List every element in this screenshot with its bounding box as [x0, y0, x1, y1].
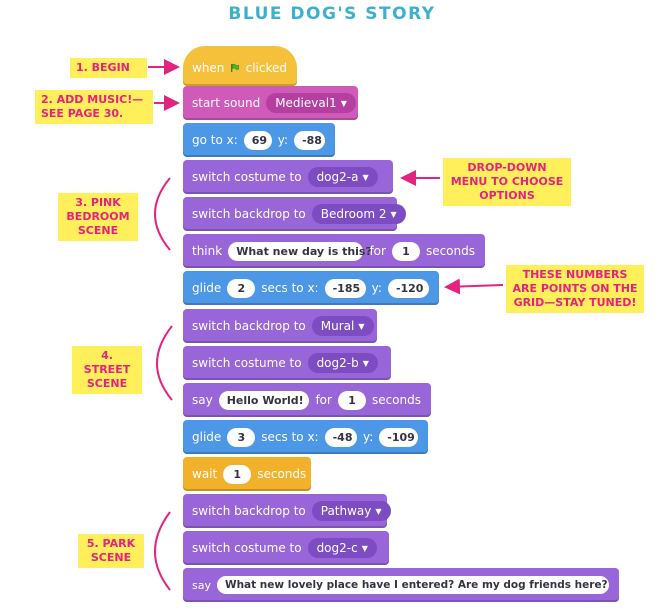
y-label: y: — [363, 430, 374, 444]
dropdown-arrow-icon: ▼ — [390, 209, 397, 219]
y-input[interactable]: -88 — [294, 130, 325, 150]
say-label: say — [192, 578, 211, 592]
annotation-add-music: 2. ADD MUSIC!— SEE PAGE 30. — [35, 90, 153, 124]
y-label: y: — [371, 281, 382, 295]
backdrop-dropdown[interactable]: Pathway▼ — [311, 501, 391, 521]
think-secs-input[interactable]: 1 — [391, 241, 420, 261]
say-secs-input[interactable]: 1 — [337, 390, 366, 410]
green-flag-icon — [231, 63, 240, 73]
think-for-secs-block[interactable]: think What new day is this? for 1 second… — [183, 234, 485, 268]
say-block[interactable]: say What new lovely place have I entered… — [183, 568, 619, 602]
costume-value: dog2-a — [316, 170, 359, 184]
costume-value: dog2-c — [316, 541, 358, 555]
switch-costume-label: switch costume to — [192, 541, 302, 555]
switch-costume-label: switch costume to — [192, 170, 302, 184]
bracket-park — [154, 511, 171, 591]
think-label: think — [192, 244, 223, 258]
switch-costume-block[interactable]: switch costume to dog2-a▼ — [183, 160, 393, 194]
secs-to-x-label: secs to x: — [261, 430, 319, 444]
wait-secs-input[interactable]: 1 — [223, 464, 252, 484]
backdrop-dropdown[interactable]: Bedroom 2▼ — [311, 204, 406, 224]
switch-backdrop-block[interactable]: switch backdrop to Pathway▼ — [183, 494, 391, 528]
say-for-secs-block[interactable]: say Hello World! for 1 seconds — [183, 383, 431, 417]
say-text-input[interactable]: Hello World! — [218, 390, 310, 410]
dropdown-arrow-icon: ▼ — [361, 543, 368, 553]
costume-dropdown[interactable]: dog2-a▼ — [307, 167, 378, 187]
say-text-input[interactable]: What new lovely place have I entered? Ar… — [216, 576, 609, 594]
start-sound-label: start sound — [192, 96, 261, 110]
switch-costume-label: switch costume to — [192, 356, 302, 370]
annotation-park-scene: 5. PARK SCENE — [78, 534, 144, 568]
dropdown-arrow-icon: ▼ — [362, 358, 369, 368]
annotation-street-scene: 4. STREET SCENE — [72, 346, 142, 394]
costume-value: dog2-b — [316, 356, 359, 370]
glide-secs-input[interactable]: 3 — [227, 427, 256, 447]
sound-dropdown[interactable]: Medieval1▼ — [266, 93, 356, 113]
arrow-to-glide-coords — [444, 278, 504, 295]
annotation-begin: 1. BEGIN — [70, 58, 147, 78]
switch-backdrop-block[interactable]: switch backdrop to Mural▼ — [183, 309, 377, 343]
switch-costume-block[interactable]: switch costume to dog2-c▼ — [183, 531, 389, 565]
sound-value: Medieval1 — [275, 96, 337, 110]
clicked-label: clicked — [245, 61, 287, 75]
glide-label: glide — [192, 281, 222, 295]
secs-to-x-label: secs to x: — [261, 281, 319, 295]
glide-label: glide — [192, 430, 222, 444]
y-label: y: — [277, 133, 289, 147]
glide-secs-input[interactable]: 2 — [227, 278, 256, 298]
when-flag-clicked-block[interactable]: when clicked — [183, 46, 297, 86]
say-label: say — [192, 393, 213, 407]
glide-to-xy-block[interactable]: glide 2 secs to x: -185 y: -120 — [183, 271, 439, 305]
costume-dropdown[interactable]: dog2-c▼ — [307, 538, 377, 558]
backdrop-dropdown[interactable]: Mural▼ — [311, 316, 374, 336]
costume-dropdown[interactable]: dog2-b▼ — [307, 353, 378, 373]
dropdown-arrow-icon: ▼ — [375, 506, 382, 516]
switch-costume-block[interactable]: switch costume to dog2-b▼ — [183, 346, 391, 380]
x-input[interactable]: 69 — [243, 130, 272, 150]
annotation-grid-points: THESE NUMBERS ARE POINTS ON THE GRID—STA… — [506, 265, 644, 313]
y-input[interactable]: -109 — [379, 427, 418, 447]
y-input[interactable]: -120 — [387, 278, 429, 298]
wait-label: wait — [192, 467, 218, 481]
backdrop-value: Bedroom 2 — [320, 207, 387, 221]
dropdown-arrow-icon: ▼ — [358, 321, 365, 331]
wait-secs-block[interactable]: wait 1 seconds — [183, 457, 311, 491]
seconds-label: seconds — [425, 244, 475, 258]
seconds-label: seconds — [257, 467, 307, 481]
seconds-label: seconds — [371, 393, 421, 407]
glide-to-xy-block[interactable]: glide 3 secs to x: -48 y: -109 — [183, 420, 428, 454]
bracket-street — [156, 325, 173, 401]
for-label: for — [369, 244, 386, 258]
switch-backdrop-label: switch backdrop to — [192, 504, 306, 518]
backdrop-value: Mural — [320, 319, 355, 333]
x-input[interactable]: -48 — [324, 427, 357, 447]
annotation-pink-bedroom: 3. PINK BEDROOM SCENE — [58, 193, 138, 241]
backdrop-value: Pathway — [320, 504, 372, 518]
dropdown-arrow-icon: ▼ — [362, 172, 369, 182]
annotation-dropdown-menu: DROP-DOWN MENU TO CHOOSE OPTIONS — [443, 158, 571, 206]
go-to-xy-block[interactable]: go to x: 69 y: -88 — [183, 123, 335, 157]
go-to-label: go to x: — [192, 133, 238, 147]
dropdown-arrow-icon: ▼ — [340, 98, 347, 108]
start-sound-block[interactable]: start sound Medieval1▼ — [183, 86, 358, 120]
when-label: when — [192, 61, 225, 75]
switch-backdrop-block[interactable]: switch backdrop to Bedroom 2▼ — [183, 197, 406, 231]
think-text-input[interactable]: What new day is this? — [228, 241, 372, 261]
switch-backdrop-label: switch backdrop to — [192, 207, 306, 221]
for-label: for — [315, 393, 332, 407]
x-input[interactable]: -185 — [324, 278, 366, 298]
switch-backdrop-label: switch backdrop to — [192, 319, 306, 333]
page-title: BLUE DOG'S STORY — [228, 4, 436, 24]
bracket-bedroom — [154, 177, 171, 251]
